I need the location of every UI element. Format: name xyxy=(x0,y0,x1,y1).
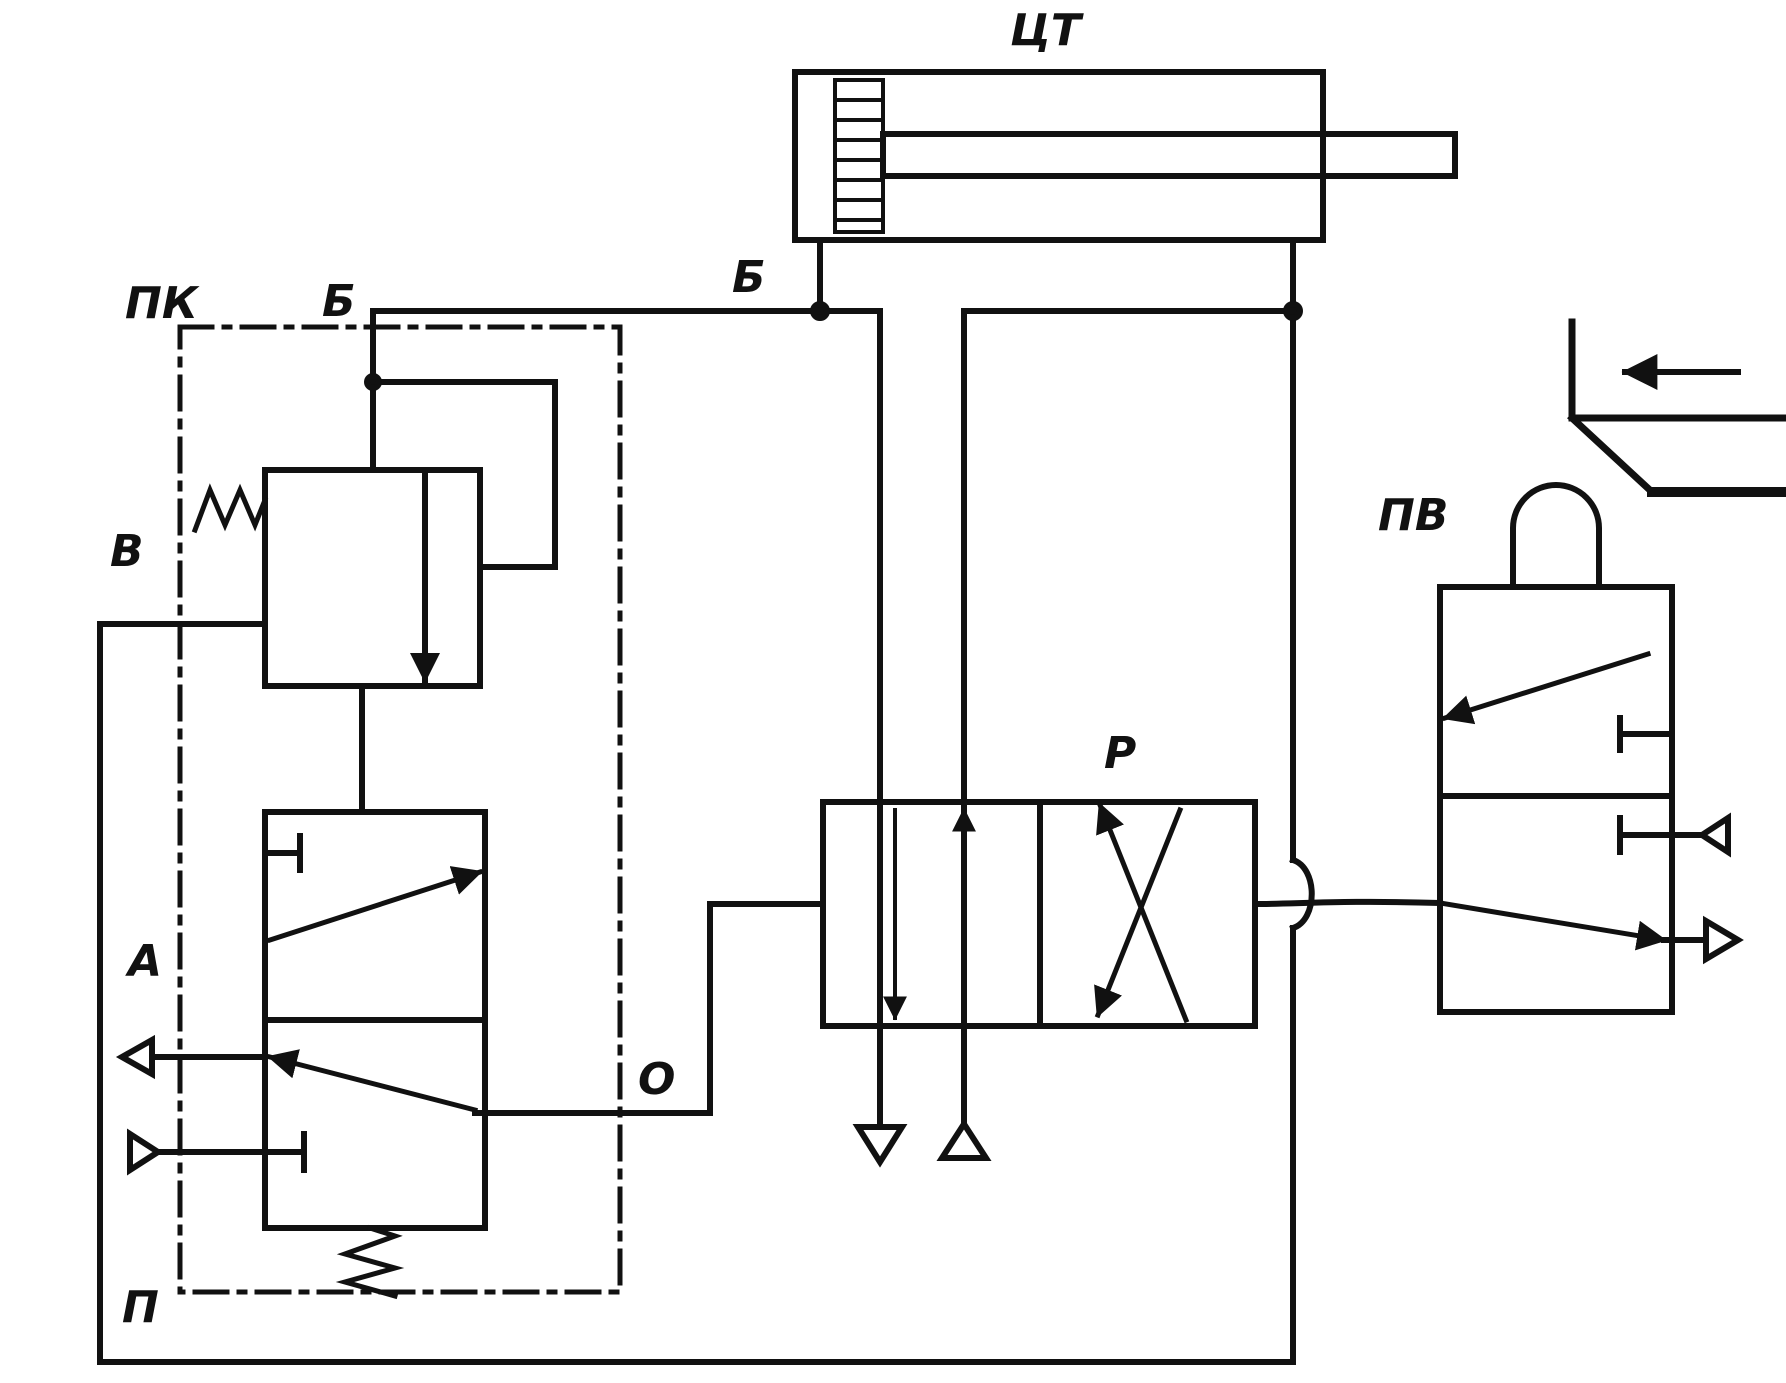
supply-triangle-icon xyxy=(936,1118,992,1161)
exhaust-triangle-icon xyxy=(852,1124,908,1168)
label-port-b-left: Б xyxy=(322,276,356,327)
trip-valve-pv xyxy=(1437,482,1744,1015)
trip-valve-button xyxy=(1510,482,1602,590)
label-port-o: О xyxy=(638,1054,675,1105)
junction-dot xyxy=(364,373,382,391)
diagram-labels: ЦТ ПК Б Б В А О П Р ПВ xyxy=(110,5,1448,1333)
label-distributor: Р xyxy=(1104,728,1136,779)
cylinder-piston xyxy=(833,78,885,234)
label-cylinder: ЦТ xyxy=(1010,5,1084,56)
relay-valve-pk xyxy=(115,324,623,1300)
trip-valve-body xyxy=(1437,584,1675,1015)
relay-spring-icon xyxy=(191,483,269,534)
label-relay-valve: ПК xyxy=(125,278,200,329)
junction-dot xyxy=(810,301,830,321)
label-port-b-top: Б xyxy=(732,252,766,303)
supply-triangle-icon xyxy=(1696,812,1731,858)
supply-triangle-icon xyxy=(127,1128,164,1176)
cylinder-body xyxy=(792,69,1326,243)
pipe-network xyxy=(97,237,1444,1365)
label-port-v: В xyxy=(110,526,144,577)
relay-upper-box xyxy=(262,467,483,689)
piston-hatching xyxy=(833,98,885,222)
valve-spring-icon xyxy=(335,1224,405,1300)
trip-stop xyxy=(1567,318,1786,497)
pk-boundary xyxy=(177,324,623,1295)
label-trip-valve: ПВ xyxy=(1378,490,1448,541)
exhaust-triangle-icon xyxy=(1703,915,1744,965)
piston-rod xyxy=(880,131,1458,179)
exhaust-triangle-icon xyxy=(115,1034,155,1080)
cylinder-tc xyxy=(792,69,1458,243)
distributor-r xyxy=(820,799,1258,1168)
label-port-p: П xyxy=(122,1282,159,1333)
label-port-a: А xyxy=(125,936,162,987)
junction-dot xyxy=(1283,301,1303,321)
